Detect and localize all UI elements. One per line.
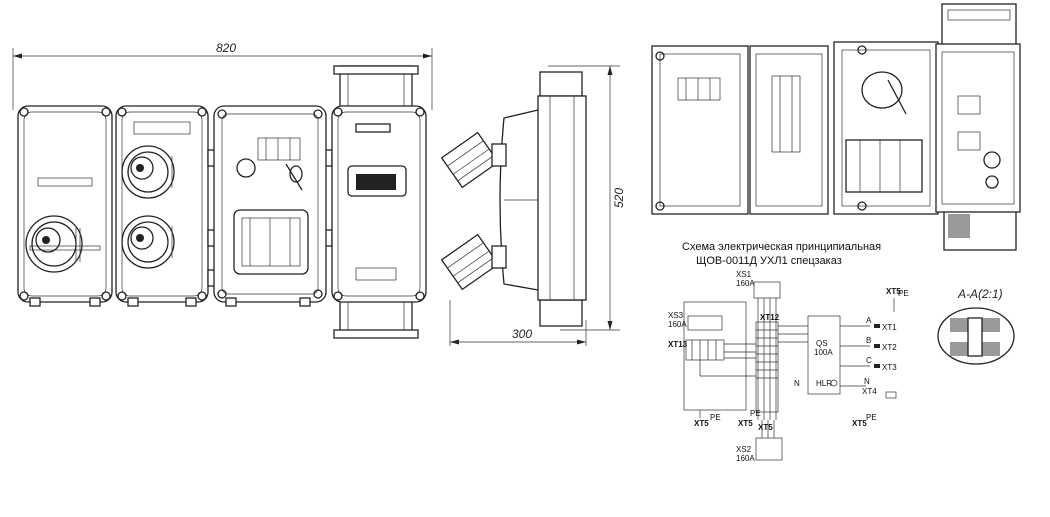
phase-c: C [866, 356, 872, 365]
schematic: Схема электрическая принципиальная ЩОВ-0… [668, 241, 909, 463]
xt5-bottom-4: XT5 [852, 419, 867, 428]
front-view: 820 [12, 41, 433, 339]
phase-a: A [866, 316, 872, 325]
xs1-label: XS1 [736, 270, 752, 279]
pe-top: PE [898, 289, 909, 298]
schematic-subtitle: ЩОВ-0011Д УХЛ1 спецзаказ [696, 255, 842, 267]
pe-bottom-2: PE [750, 409, 761, 418]
neutral-n-left: N [794, 379, 800, 388]
xs3-rating: 160A [668, 320, 687, 329]
internal-view [651, 3, 1021, 251]
xt2-label: XT2 [882, 343, 897, 352]
xt4-label: XT4 [862, 387, 877, 396]
xt5-top: XT5 [886, 287, 901, 296]
xt13-label: XT13 [668, 340, 688, 349]
xs2-label: XS2 [736, 445, 752, 454]
xt5-bottom-3: XT5 [758, 423, 773, 432]
side-view: 520 300 [440, 65, 626, 346]
xt5-bottom-1: XT5 [694, 419, 709, 428]
xt5-bottom-2: XT5 [738, 419, 753, 428]
pe-bottom-1: PE [710, 413, 721, 422]
xt1-label: XT1 [882, 323, 897, 332]
section-view: А-А(2:1) [937, 287, 1015, 365]
dimension-depth: 300 [512, 327, 532, 341]
dimension-width: 820 [216, 41, 236, 55]
xt3-label: XT3 [882, 363, 897, 372]
neutral-n: N [864, 377, 870, 386]
xs3-label: XS3 [668, 311, 684, 320]
qs-label: QS [816, 339, 828, 348]
schematic-title: Схема электрическая принципиальная [682, 241, 881, 253]
pe-bottom-4: PE [866, 413, 877, 422]
xs2-rating: 160A [736, 454, 755, 463]
phase-b: B [866, 336, 871, 345]
section-label: А-А(2:1) [957, 287, 1003, 301]
dimension-height: 520 [612, 188, 626, 208]
xs1-rating: 160A [736, 279, 755, 288]
hlr-label: HLR [816, 379, 832, 388]
qs-rating: 100A [814, 348, 833, 357]
xt12-label: XT12 [760, 313, 780, 322]
